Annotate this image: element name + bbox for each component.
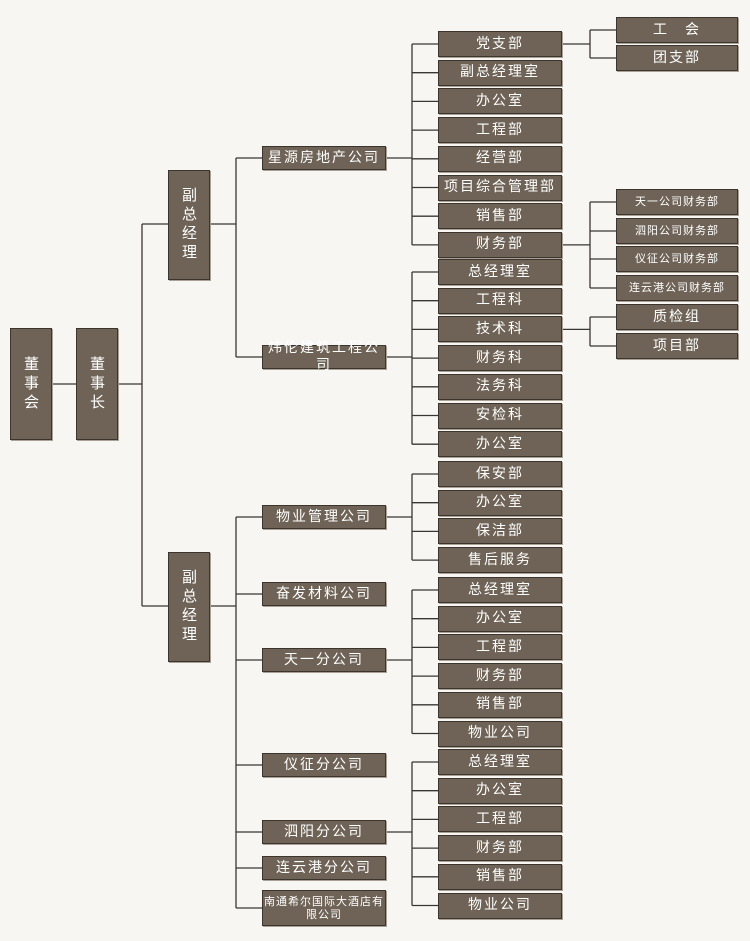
party-sub-1: 团支部 <box>616 45 738 71</box>
company-nantong: 南通希尔国际大酒店有限公司 <box>262 890 386 926</box>
wuye-dept-3: 售后服务 <box>438 547 562 574</box>
weilun-dept-5: 安检科 <box>438 402 562 429</box>
board-box: 董事会 <box>10 328 52 440</box>
siyang-dept-5: 物业公司 <box>438 892 562 919</box>
party-sub-0: 工 会 <box>616 17 738 43</box>
weilun-dept-3: 财务科 <box>438 345 562 372</box>
xingyuan-dept-3: 工程部 <box>438 117 562 144</box>
finance-sub-0: 天一公司财务部 <box>616 189 738 215</box>
company-tianyi: 天一分公司 <box>262 648 386 672</box>
company-fenfa: 奋发材料公司 <box>262 582 386 606</box>
company-siyang: 泗阳分公司 <box>262 820 386 844</box>
xingyuan-dept-4: 经营部 <box>438 145 562 172</box>
vp-box-2: 副总经理 <box>168 552 210 662</box>
tianyi-dept-2: 工程部 <box>438 634 562 661</box>
wuye-dept-1: 办公室 <box>438 489 562 516</box>
tech-sub-0: 质检组 <box>616 304 738 330</box>
finance-sub-3: 连云港公司财务部 <box>616 275 738 301</box>
weilun-dept-1: 工程科 <box>438 287 562 314</box>
weilun-dept-4: 法务科 <box>438 373 562 400</box>
siyang-dept-1: 办公室 <box>438 777 562 804</box>
xingyuan-dept-7: 财务部 <box>438 231 562 258</box>
company-xingyuan: 星源房地产公司 <box>262 146 386 170</box>
company-weilun: 炜伦建筑工程公司 <box>262 340 386 373</box>
xingyuan-dept-5: 项目综合管理部 <box>438 174 562 201</box>
finance-sub-1: 泗阳公司财务部 <box>616 218 738 244</box>
xingyuan-dept-6: 销售部 <box>438 203 562 230</box>
weilun-dept-0: 总经理室 <box>438 259 562 285</box>
siyang-dept-2: 工程部 <box>438 806 562 833</box>
finance-sub-2: 仪征公司财务部 <box>616 246 738 272</box>
company-wuye: 物业管理公司 <box>262 505 386 529</box>
siyang-dept-0: 总经理室 <box>438 749 562 775</box>
company-yizheng: 仪征分公司 <box>262 753 386 777</box>
chairman-box: 董事长 <box>76 328 118 440</box>
tech-sub-1: 项目部 <box>616 333 738 359</box>
siyang-dept-4: 销售部 <box>438 863 562 890</box>
wuye-dept-0: 保安部 <box>438 461 562 487</box>
vp-box-1: 副总经理 <box>168 170 210 280</box>
tianyi-dept-1: 办公室 <box>438 605 562 632</box>
company-lianyungang: 连云港分公司 <box>262 856 386 880</box>
xingyuan-dept-2: 办公室 <box>438 88 562 115</box>
tianyi-dept-3: 财务部 <box>438 663 562 690</box>
weilun-dept-2: 技术科 <box>438 316 562 343</box>
tianyi-dept-4: 销售部 <box>438 691 562 718</box>
siyang-dept-3: 财务部 <box>438 835 562 862</box>
xingyuan-dept-0: 党支部 <box>438 31 562 57</box>
xingyuan-dept-1: 副总经理室 <box>438 59 562 86</box>
tianyi-dept-0: 总经理室 <box>438 577 562 603</box>
wuye-dept-2: 保洁部 <box>438 518 562 545</box>
weilun-dept-6: 办公室 <box>438 431 562 458</box>
tianyi-dept-5: 物业公司 <box>438 720 562 747</box>
